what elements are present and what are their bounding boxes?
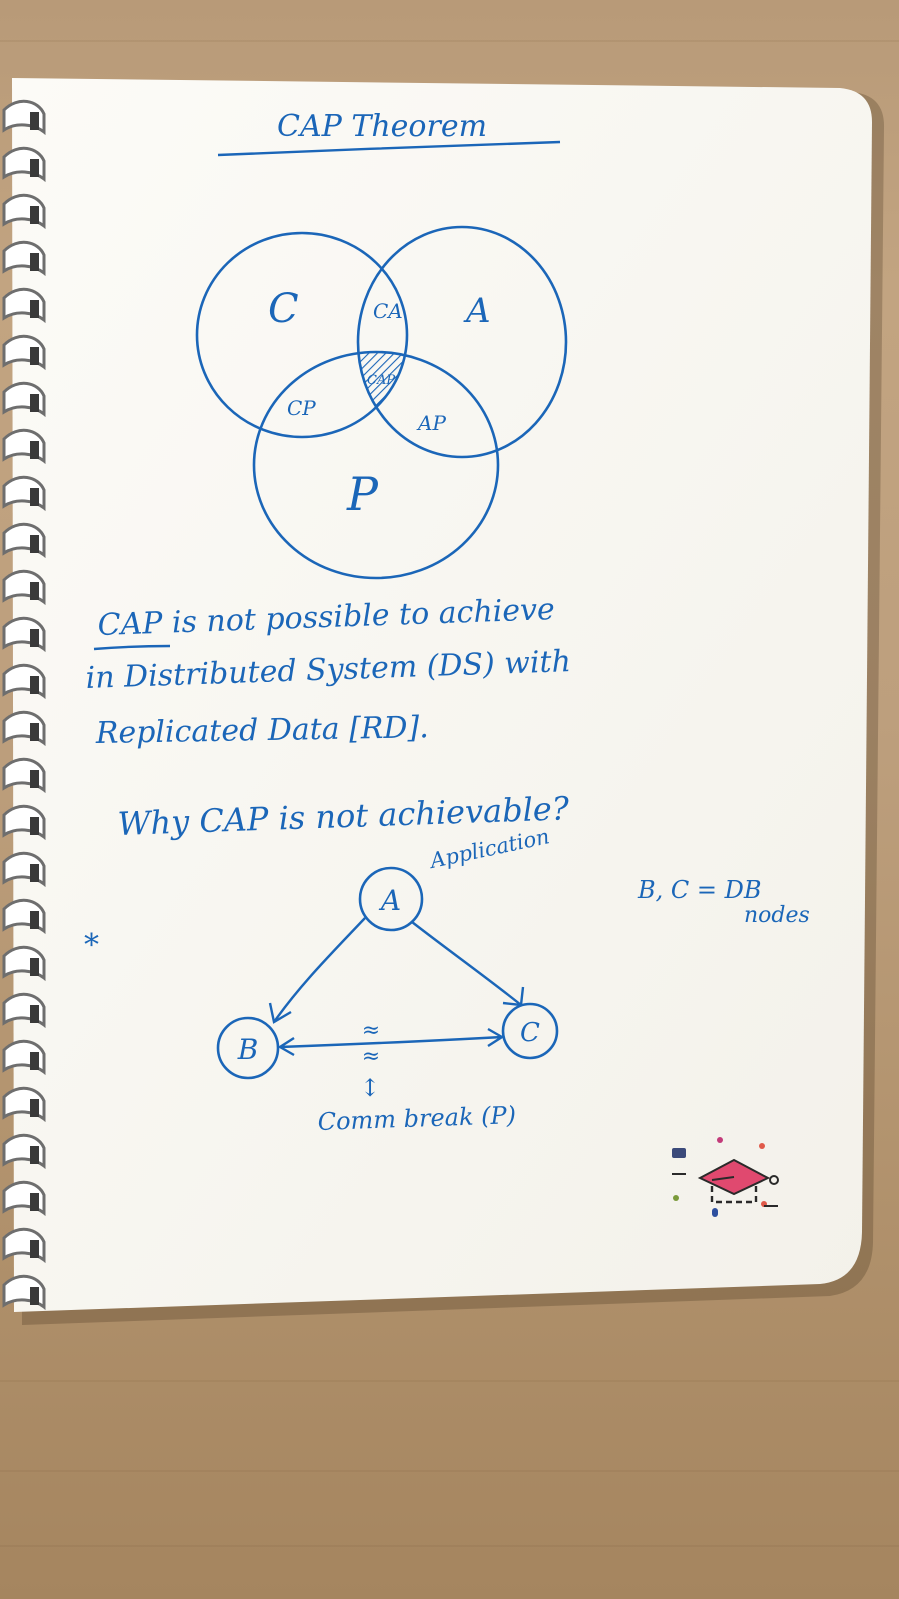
node-c	[501, 1002, 559, 1060]
venn-circle-c	[195, 231, 409, 439]
spiral-hole	[30, 300, 39, 318]
node-c-label: C	[520, 1018, 540, 1048]
legend-line-1: B, C = DB	[637, 876, 762, 904]
arrow-b-c-right-head	[487, 1027, 505, 1048]
spiral-hole	[30, 629, 39, 647]
legend-line-2: nodes	[744, 903, 810, 928]
comm-break-label: Comm break (P)	[317, 1101, 516, 1136]
spiral-hole	[30, 347, 39, 365]
spiral-hole	[30, 582, 39, 600]
spiral-hole	[30, 535, 39, 553]
venn-label-cp: CP	[287, 396, 316, 420]
break-mark-top: ≈	[362, 1018, 380, 1043]
graduation-cap-logo	[672, 1137, 779, 1217]
spiral-hole	[30, 770, 39, 788]
venn-label-ca: CA	[373, 299, 403, 323]
notebook-page	[12, 78, 885, 1325]
node-a-label: A	[378, 884, 401, 917]
spiral-hole	[30, 1193, 39, 1211]
spiral-binding	[2, 99, 46, 1311]
spiral-hole	[30, 1052, 39, 1070]
venn-circle-p	[252, 350, 500, 580]
spiral-hole	[30, 864, 39, 882]
spiral-hole	[30, 441, 39, 459]
arrow-b-c-left-head	[277, 1036, 295, 1057]
venn-label-c: C	[268, 286, 299, 332]
venn-circle-a	[356, 225, 568, 459]
spiral-hole	[30, 723, 39, 741]
spiral-hole	[30, 958, 39, 976]
node-b	[216, 1016, 280, 1080]
spiral-hole	[30, 159, 39, 177]
title-underline	[217, 140, 561, 157]
venn-label-cap: CAP	[367, 373, 395, 388]
node-b-label: B	[237, 1033, 259, 1066]
break-arrow: ↕	[360, 1074, 380, 1102]
spiral-hole	[30, 1099, 39, 1117]
spiral-hole	[30, 676, 39, 694]
spiral-hole	[30, 112, 39, 130]
spiral-hole	[30, 1240, 39, 1258]
spiral-hole	[30, 1005, 39, 1023]
break-mark-bottom: ≈	[362, 1044, 380, 1069]
spiral-hole	[30, 911, 39, 929]
spiral-hole	[30, 1146, 39, 1164]
arrow-a-to-b-head	[268, 1002, 292, 1024]
venn-label-p: P	[346, 467, 379, 521]
star-mark: *	[84, 928, 99, 963]
title-text: CAP Theorem	[277, 109, 487, 144]
spiral-hole	[30, 817, 39, 835]
spiral-hole	[30, 253, 39, 271]
arrow-a-to-b	[273, 917, 366, 1023]
spiral-hole	[30, 206, 39, 224]
arrow-a-to-c	[411, 921, 522, 1006]
cap-underline	[93, 644, 171, 651]
arrow-b-c	[279, 1035, 503, 1049]
venn-label-ap: AP	[416, 411, 446, 435]
page-title: CAP Theorem	[217, 109, 561, 157]
venn-diagram: C CA A CAP CP AP P	[195, 225, 568, 580]
arrow-a-to-c-head	[502, 986, 525, 1007]
spiral-hole	[30, 1287, 39, 1305]
spiral-hole	[30, 394, 39, 412]
venn-label-a: A	[463, 291, 491, 331]
statement-line-3: Replicated Data [RD].	[95, 710, 430, 751]
node-a	[358, 866, 424, 932]
spiral-hole	[30, 488, 39, 506]
